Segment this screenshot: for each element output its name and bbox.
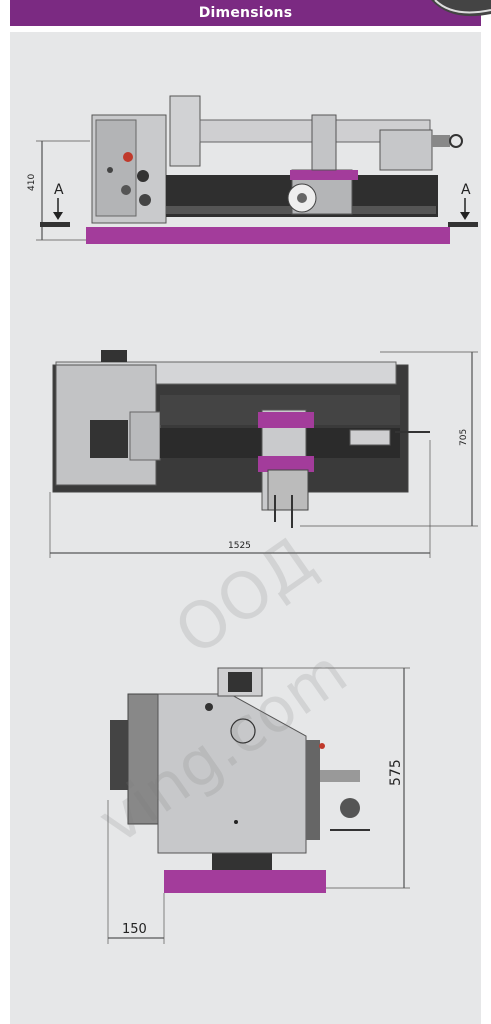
top-view-drawing xyxy=(49,350,478,558)
header-bar: Dimensions xyxy=(10,0,481,26)
front-view-drawing xyxy=(36,95,478,244)
section-marker-left: A xyxy=(54,182,64,198)
section-marker-right: A xyxy=(461,182,471,198)
top-depth-label: 705 xyxy=(459,429,469,446)
side-base xyxy=(164,870,326,893)
corner-decoration xyxy=(431,0,491,17)
side-height-label: 575 xyxy=(388,759,404,786)
front-height-label: 410 xyxy=(27,174,37,191)
front-base xyxy=(86,227,450,244)
side-offset-label: 150 xyxy=(122,922,147,937)
side-view-drawing xyxy=(107,667,410,944)
header-title: Dimensions xyxy=(198,5,293,21)
top-length-label: 1525 xyxy=(228,541,251,551)
